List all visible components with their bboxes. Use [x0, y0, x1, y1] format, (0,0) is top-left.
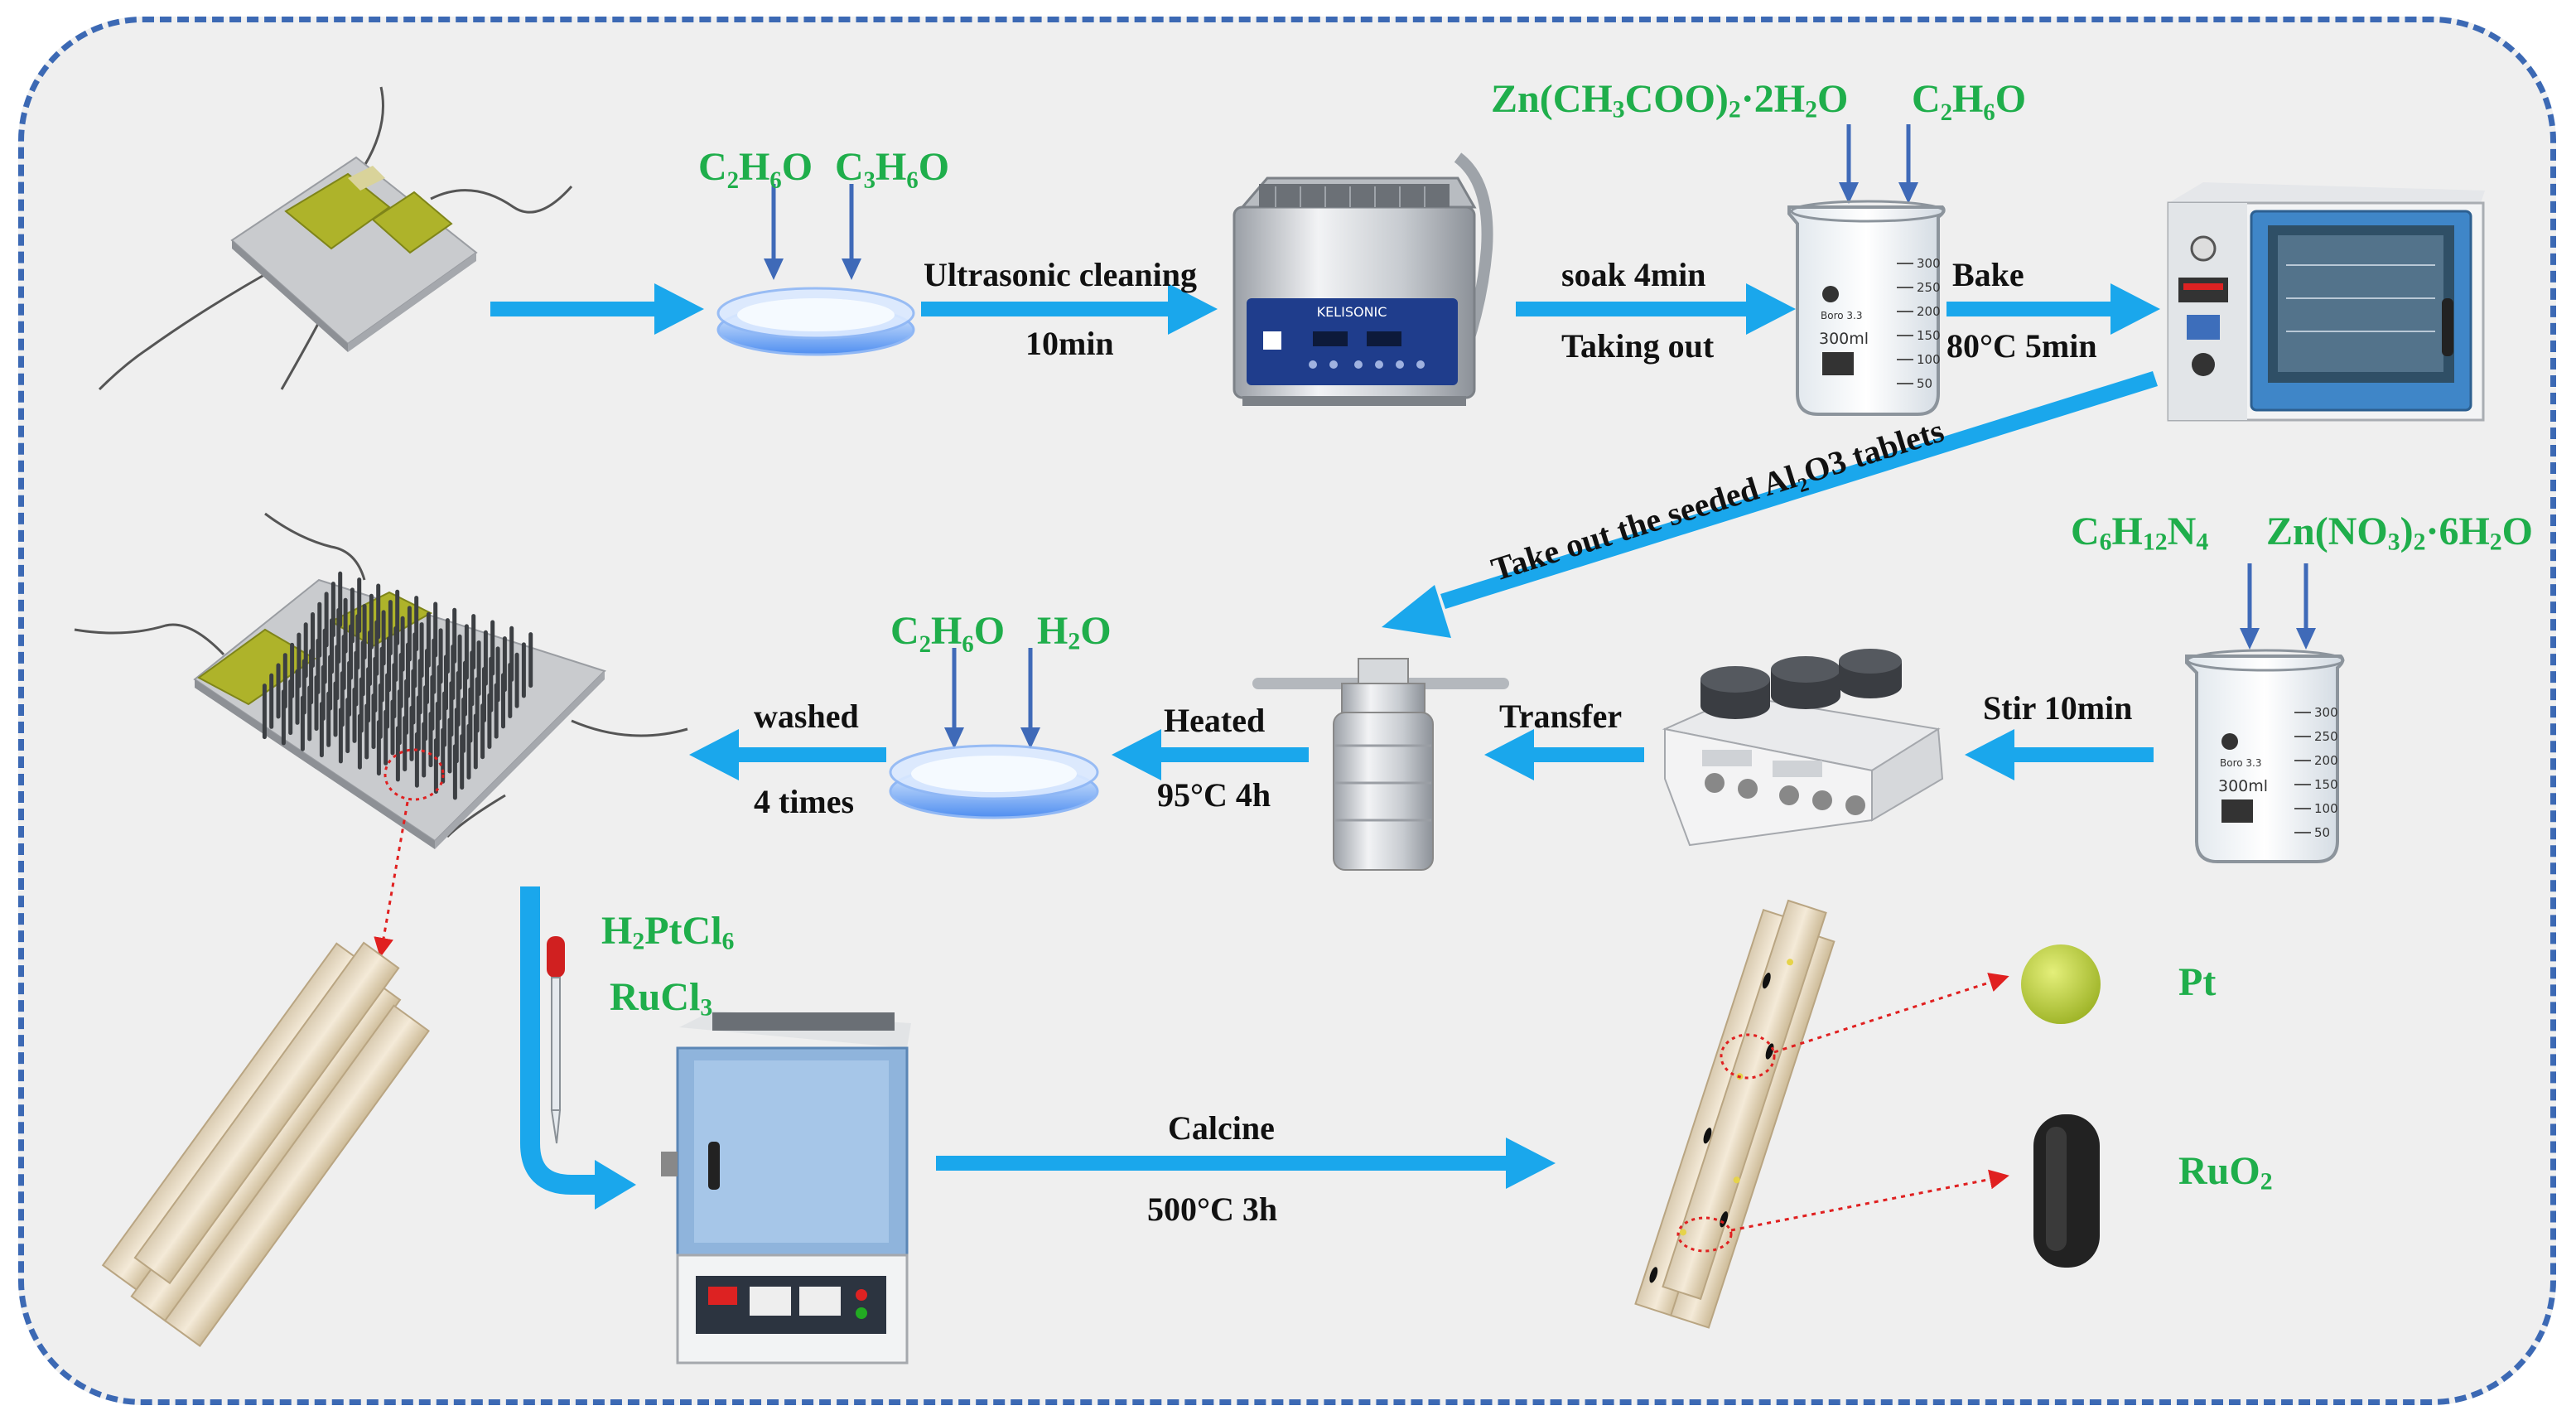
reagent-zinc-acetate: Zn(CH3COO)2·2H2O	[1491, 77, 1849, 123]
step-washed: washed	[754, 698, 859, 735]
beaker2-mark-50: 50	[2314, 825, 2330, 840]
reagent-arrows	[764, 124, 2316, 749]
al2o3-substrate-sensor	[98, 86, 573, 391]
zoom-arrow-pt	[1773, 973, 2009, 1054]
pt-particle-icon	[2021, 944, 2101, 1024]
beaker2-brand: Boro 3.3	[2220, 757, 2261, 769]
petri-dish-1	[716, 287, 915, 356]
beaker-1: 300 250 200 150 100 50 Boro 3.3 300ml	[1787, 200, 1946, 416]
step-ultrasonic-cleaning: Ultrasonic cleaning	[924, 256, 1197, 293]
beaker1-brand: Boro 3.3	[1821, 310, 1862, 321]
product-pt-label: Pt	[2178, 960, 2217, 1004]
beaker1-volume: 300ml	[1819, 330, 1869, 348]
drying-oven	[2167, 182, 2485, 422]
beaker1-mark-250: 250	[1917, 280, 1941, 295]
arrow-cleaner-to-beaker	[1516, 283, 1796, 335]
nanorod-pillars	[262, 571, 533, 800]
arrow-array-to-furnace	[520, 886, 636, 1210]
beaker1-mark-50: 50	[1917, 376, 1932, 391]
reagent-chloroplatinic-acid: H2PtCl6	[601, 909, 735, 955]
step-cleaning-duration: 10min	[1025, 325, 1114, 362]
step-stir: Stir 10min	[1983, 689, 2133, 727]
zno-nanorod-array	[74, 512, 688, 958]
reagent-ethanol-1: C₂H₆O	[698, 145, 813, 189]
beaker2-mark-200: 200	[2314, 753, 2338, 768]
step-bake-condition: 80°C 5min	[1946, 327, 2097, 365]
beaker1-mark-150: 150	[1917, 328, 1941, 343]
zoom-arrow-1	[374, 801, 409, 958]
beaker1-mark-300: 300	[1917, 256, 1941, 271]
reagent-zinc-nitrate: Zn(NO3)2·6H2O	[2266, 510, 2533, 556]
zoom-ring-pt	[1720, 1033, 1776, 1080]
step-calcine: Calcine	[1168, 1109, 1275, 1147]
beaker2-mark-250: 250	[2314, 729, 2338, 744]
reagent-ethanol-2: C₂H₆O	[1912, 77, 2027, 121]
step-wash-count: 4 times	[754, 783, 855, 820]
step-heated-condition: 95°C 4h	[1157, 776, 1271, 814]
pt-ruo2-decorated-nanorods	[1634, 899, 1836, 1329]
beaker-2: 300 250 200 150 100 50 Boro 3.3 300ml	[2185, 649, 2345, 863]
process-arrows	[490, 283, 2160, 1210]
magnetic-stirrer	[1662, 649, 1944, 847]
arrow-beaker-to-stirrer	[1965, 729, 2154, 780]
zoom-ring-ruo2	[1676, 1216, 1733, 1253]
cleaner-brand-label: KELISONIC	[1317, 304, 1387, 320]
arrow-oven-to-autoclave	[1382, 371, 2158, 638]
reagent-ethanol-3: C₂H₆O	[890, 609, 1006, 653]
beaker2-logo-icon	[2221, 733, 2238, 750]
reagent-acetone: C₃H₆O	[835, 145, 950, 189]
beaker2-mark-150: 150	[2314, 777, 2338, 792]
step-soak: soak 4min	[1561, 256, 1706, 293]
step-taking-out: Taking out	[1561, 327, 1715, 365]
step-calcine-condition: 500°C 3h	[1147, 1191, 1278, 1228]
zoom-arrow-ruo2	[1730, 1169, 2009, 1232]
beaker1-logo-icon	[1822, 286, 1839, 302]
reagent-water: H2O	[1037, 609, 1112, 655]
beaker2-mark-300: 300	[2314, 705, 2338, 720]
arrow-substrate-to-dish	[490, 283, 704, 335]
step-transfer: Transfer	[1499, 698, 1623, 735]
muffle-furnace	[661, 1011, 911, 1365]
arrow-furnace-to-product	[936, 1138, 1556, 1189]
ultrasonic-cleaner: KELISONIC	[1233, 152, 1493, 406]
beaker1-mark-100: 100	[1917, 352, 1941, 367]
beaker1-mark-200: 200	[1917, 304, 1941, 319]
step-bake: Bake	[1952, 256, 2024, 293]
beaker2-volume: 300ml	[2218, 777, 2268, 795]
arrow-autoclave-to-dish	[1112, 729, 1309, 780]
zno-nanorod-closeup	[101, 941, 430, 1347]
arrow-stirrer-to-autoclave	[1484, 729, 1644, 780]
reagent-hmta: C6H12N4	[2071, 510, 2209, 556]
arrow-beaker-to-oven	[1946, 283, 2160, 335]
product-ruo2-label: RuO2	[2178, 1149, 2273, 1196]
reagent-ruthenium-chloride: RuCl3	[610, 975, 713, 1022]
hydrothermal-autoclave	[1252, 658, 1509, 871]
arrow-dish-to-cleaner	[921, 283, 1218, 335]
dropper-pipette	[547, 936, 565, 1144]
petri-dish-2	[889, 744, 1099, 819]
beaker2-mark-100: 100	[2314, 801, 2338, 816]
arrow-dish-to-array	[689, 729, 886, 780]
step-heated: Heated	[1164, 702, 1266, 739]
